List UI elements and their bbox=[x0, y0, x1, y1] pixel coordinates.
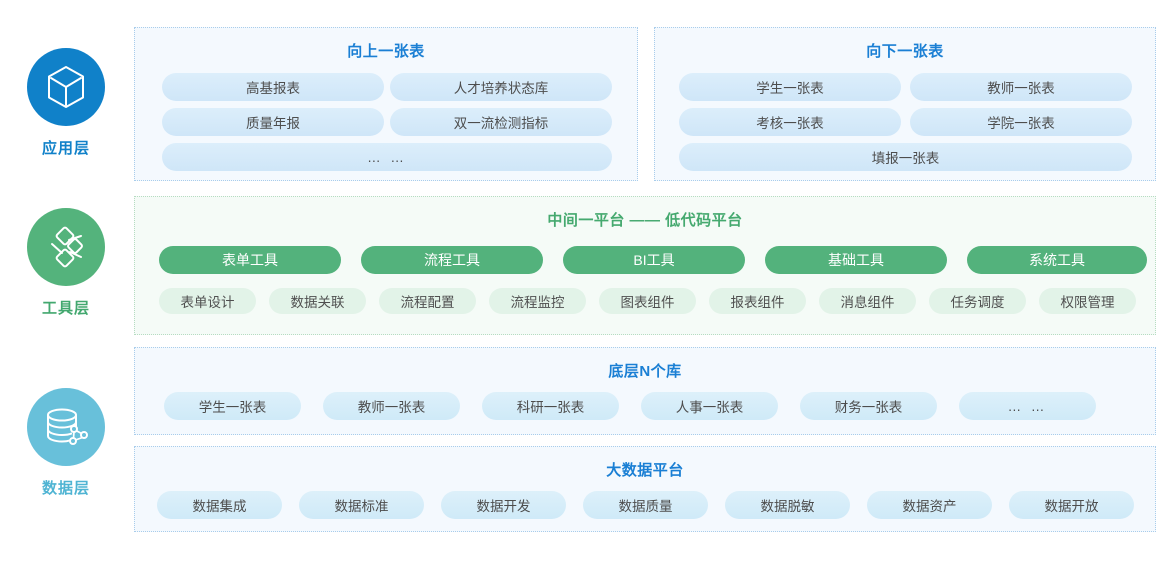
panel-row: 高基报表 人才培养状态库 bbox=[162, 73, 612, 101]
app-item-pill[interactable]: 学院一张表 bbox=[910, 108, 1132, 136]
tool-sub-pill[interactable]: 流程配置 bbox=[379, 288, 476, 314]
bdp-row: 数据集成 数据标准 数据开发 数据质量 数据脱敏 数据资产 数据开放 bbox=[157, 491, 1134, 519]
panel-row: 质量年报 双一流检测指标 bbox=[162, 108, 612, 136]
tool-main-pill[interactable]: 基础工具 bbox=[765, 246, 947, 274]
bdp-pill[interactable]: 数据集成 bbox=[157, 491, 282, 519]
nodes-network-icon bbox=[27, 208, 105, 286]
tool-main-pill[interactable]: 系统工具 bbox=[967, 246, 1147, 274]
db-pill[interactable]: 财务一张表 bbox=[800, 392, 937, 420]
db-pill[interactable]: 教师一张表 bbox=[323, 392, 460, 420]
app-item-pill[interactable]: 高基报表 bbox=[162, 73, 384, 101]
layer-label-tool: 工具层 bbox=[41, 300, 90, 317]
tool-main-pill[interactable]: BI工具 bbox=[563, 246, 745, 274]
tool-main-row: 表单工具 流程工具 BI工具 基础工具 系统工具 bbox=[159, 246, 1147, 274]
bdp-pill[interactable]: 数据脱敏 bbox=[725, 491, 850, 519]
bdp-pill[interactable]: 数据标准 bbox=[299, 491, 424, 519]
panel-row: 学生一张表 教师一张表 bbox=[679, 73, 1132, 101]
app-item-pill[interactable]: 学生一张表 bbox=[679, 73, 901, 101]
panel-title-lowcode-platform: 中间一平台 —— 低代码平台 bbox=[547, 212, 743, 229]
layer-label-application: 应用层 bbox=[41, 140, 90, 157]
panel-title-underlying-databases: 底层N个库 bbox=[608, 363, 682, 380]
app-item-pill[interactable]: 教师一张表 bbox=[910, 73, 1132, 101]
bdp-pill[interactable]: 数据开发 bbox=[441, 491, 566, 519]
layer-badge-application: 应用层 bbox=[0, 48, 132, 158]
panel-underlying-databases: 底层N个库 学生一张表 教师一张表 科研一张表 人事一张表 财务一张表 … … bbox=[134, 347, 1156, 435]
tool-main-pill[interactable]: 流程工具 bbox=[361, 246, 543, 274]
app-item-pill[interactable]: 人才培养状态库 bbox=[390, 73, 612, 101]
app-item-pill[interactable]: 双一流检测指标 bbox=[390, 108, 612, 136]
tool-sub-pill[interactable]: 表单设计 bbox=[159, 288, 256, 314]
panel-row: … … bbox=[162, 143, 612, 171]
db-pill[interactable]: 学生一张表 bbox=[164, 392, 301, 420]
tool-sub-pill[interactable]: 数据关联 bbox=[269, 288, 366, 314]
database-icon bbox=[27, 388, 105, 466]
bdp-pill[interactable]: 数据质量 bbox=[583, 491, 708, 519]
panel-title-upward-form: 向上一张表 bbox=[347, 43, 425, 60]
layer-label-data: 数据层 bbox=[41, 480, 90, 497]
app-item-pill[interactable]: 考核一张表 bbox=[679, 108, 901, 136]
db-pill[interactable]: 人事一张表 bbox=[641, 392, 778, 420]
tool-sub-row: 表单设计 数据关联 流程配置 流程监控 图表组件 报表组件 消息组件 任务调度 … bbox=[159, 288, 1136, 314]
tool-sub-pill[interactable]: 流程监控 bbox=[489, 288, 586, 314]
panel-upward-form: 向上一张表 高基报表 人才培养状态库 质量年报 双一流检测指标 … … bbox=[134, 27, 638, 181]
app-item-pill[interactable]: 质量年报 bbox=[162, 108, 384, 136]
panel-title-bigdata-platform: 大数据平台 bbox=[606, 462, 684, 479]
layer-badge-data: 数据层 bbox=[0, 388, 132, 498]
db-pill-more[interactable]: … … bbox=[959, 392, 1096, 420]
tool-sub-pill[interactable]: 报表组件 bbox=[709, 288, 806, 314]
panel-row: 填报一张表 bbox=[679, 143, 1132, 171]
tool-sub-pill[interactable]: 消息组件 bbox=[819, 288, 916, 314]
app-item-pill-more[interactable]: … … bbox=[162, 143, 612, 171]
bdp-pill[interactable]: 数据资产 bbox=[867, 491, 992, 519]
tool-sub-pill[interactable]: 任务调度 bbox=[929, 288, 1026, 314]
db-row: 学生一张表 教师一张表 科研一张表 人事一张表 财务一张表 … … bbox=[164, 392, 1096, 420]
layer-rail: 应用层 工具层 bbox=[0, 0, 132, 563]
layer-badge-tool: 工具层 bbox=[0, 208, 132, 318]
panel-row: 考核一张表 学院一张表 bbox=[679, 108, 1132, 136]
tool-sub-pill[interactable]: 图表组件 bbox=[599, 288, 696, 314]
db-pill[interactable]: 科研一张表 bbox=[482, 392, 619, 420]
cube-icon bbox=[27, 48, 105, 126]
panel-title-downward-form: 向下一张表 bbox=[866, 43, 944, 60]
panel-downward-form: 向下一张表 学生一张表 教师一张表 考核一张表 学院一张表 填报一张表 bbox=[654, 27, 1156, 181]
bdp-pill[interactable]: 数据开放 bbox=[1009, 491, 1134, 519]
app-item-pill[interactable]: 填报一张表 bbox=[679, 143, 1132, 171]
panel-bigdata-platform: 大数据平台 数据集成 数据标准 数据开发 数据质量 数据脱敏 数据资产 数据开放 bbox=[134, 446, 1156, 532]
panel-lowcode-platform: 中间一平台 —— 低代码平台 表单工具 流程工具 BI工具 基础工具 系统工具 … bbox=[134, 196, 1156, 335]
tool-sub-pill[interactable]: 权限管理 bbox=[1039, 288, 1136, 314]
tool-main-pill[interactable]: 表单工具 bbox=[159, 246, 341, 274]
